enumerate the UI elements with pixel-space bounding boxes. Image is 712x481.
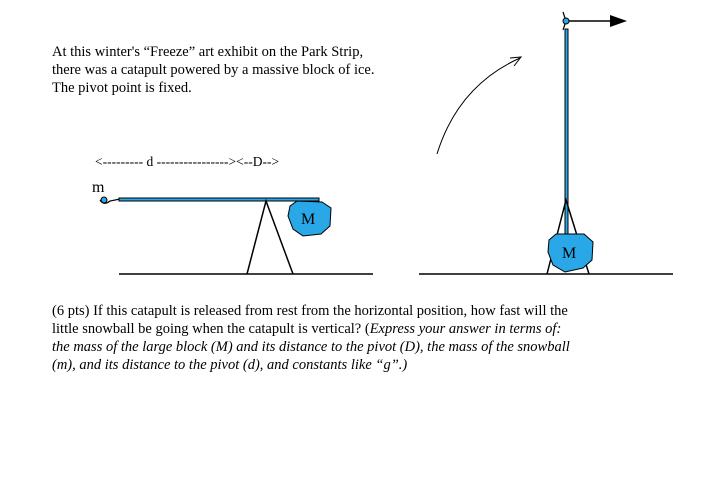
distance-label: <--------- d ----------------><--D--> bbox=[95, 154, 279, 169]
question-line-2: little snowball be going when the catapu… bbox=[52, 320, 652, 338]
rotation-arrow bbox=[436, 56, 523, 155]
ice-block-left-label: M bbox=[301, 211, 315, 228]
question-line-2-plain: little snowball be going when the catapu… bbox=[52, 321, 370, 337]
vertical-catapult: M bbox=[419, 11, 673, 275]
horizontal-catapult: <--------- d ----------------><--D--> m … bbox=[92, 154, 373, 275]
ice-block-right-label: M bbox=[562, 245, 576, 262]
question-line-4: (m), and its distance to the pivot (d), … bbox=[52, 357, 408, 373]
question-text: (6 pts) If this catapult is released fro… bbox=[52, 302, 652, 374]
intro-line-2: there was a catapult powered by a massiv… bbox=[52, 62, 375, 78]
snowball-label: m bbox=[92, 179, 105, 196]
intro-line-1: At this winter's “Freeze” art exhibit on… bbox=[52, 44, 364, 60]
ice-block-left bbox=[287, 200, 332, 237]
snowball-top bbox=[562, 17, 570, 25]
ice-block-right bbox=[547, 233, 594, 273]
snowball-cup bbox=[99, 198, 121, 204]
catapult-arm bbox=[118, 197, 320, 202]
rotation-arc bbox=[436, 57, 521, 155]
question-line-3: the mass of the large block (M) and its … bbox=[52, 339, 570, 355]
velocity-arrowhead bbox=[610, 15, 627, 27]
intro-text: At this winter's “Freeze” art exhibit on… bbox=[52, 43, 412, 97]
rotation-arrowhead bbox=[509, 56, 523, 67]
intro-line-3: The pivot point is fixed. bbox=[52, 80, 192, 96]
catapult-arm-vertical bbox=[564, 28, 569, 268]
question-line-2-italic: Express your answer in terms of: bbox=[369, 321, 562, 337]
question-line-1: (6 pts) If this catapult is released fro… bbox=[52, 303, 568, 319]
support-triangle-left bbox=[246, 198, 294, 275]
